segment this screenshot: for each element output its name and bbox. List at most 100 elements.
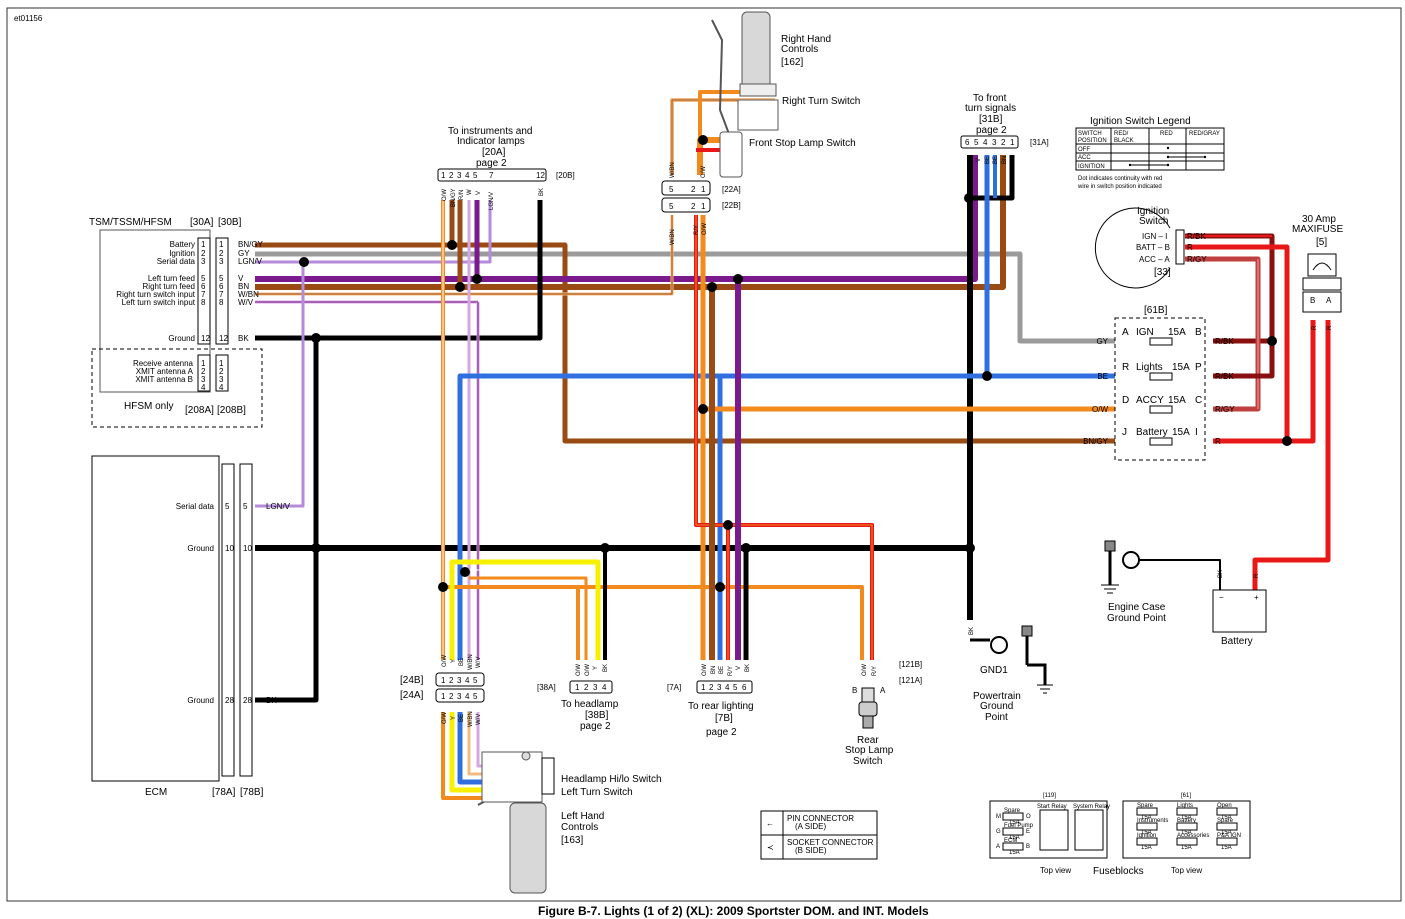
wire-bk-ecm-ground (255, 338, 319, 703)
maxifuse: 30 Amp MAXIFUSE [5] B A R R (1292, 214, 1343, 330)
label: R (1254, 573, 1260, 578)
fuse-amp: 15A (1009, 820, 1020, 826)
tsm-pin-name: Ground (168, 334, 195, 343)
svg-text:+: + (1254, 593, 1259, 602)
hfsm-pin-name: XMIT antenna A (136, 367, 194, 376)
label: R/Y (872, 666, 878, 676)
label: [38B] (585, 710, 609, 721)
label: Left Hand (561, 811, 604, 822)
label: 3 (992, 138, 997, 147)
label: turn signals (965, 103, 1016, 114)
label: 30 Amp (1302, 214, 1336, 225)
label: R/Y (694, 225, 700, 235)
label: wire in switch position indicated (1077, 184, 1162, 190)
fuse-left-pin: D (1122, 395, 1129, 406)
label: Top view (1040, 866, 1071, 875)
svg-text:≺: ≺ (767, 843, 774, 852)
label: [24B] (400, 675, 424, 686)
tsm-pin-number: 8 (219, 298, 224, 307)
tsm-pin-name: Serial data (157, 257, 196, 266)
legend-title: Ignition Switch Legend (1090, 116, 1191, 127)
ecm-pin-name: Serial data (176, 502, 215, 511)
ignition-switch: Ignition Switch IGN – I BATT – B ACC – A… (1094, 206, 1207, 289)
right-hand-ref: [162] (781, 57, 803, 68)
fuse-amp: 15A (1168, 327, 1186, 338)
label: LGN/V (489, 192, 495, 210)
fuse-icon (1216, 822, 1238, 831)
label: A (1326, 296, 1332, 305)
fuse-amp: 15A (1141, 845, 1152, 851)
connector-22: 5 2 1 5 2 1 [22A] [22B] W/BN O/W W/BN R/… (661, 162, 741, 245)
fuse-name: ACCY (1136, 395, 1164, 406)
label: BLACK (1114, 138, 1134, 144)
label: BN (1002, 156, 1008, 164)
fuse-icon (1149, 372, 1173, 381)
label: W/BN (670, 162, 676, 178)
label: O/W (585, 664, 591, 676)
label: BE (719, 666, 725, 674)
tsm-pin-number: 7 (201, 290, 206, 299)
label: 3 (457, 692, 462, 701)
label: Y (593, 666, 599, 670)
label: 2 (584, 683, 589, 692)
label: BN (711, 666, 717, 674)
label: V (476, 191, 482, 195)
label: 5 (669, 202, 674, 211)
tsm-wire-code: W/BN (238, 290, 259, 299)
tsm-pin-name: Ignition (169, 249, 195, 258)
label: Y (451, 659, 457, 663)
label: 1 (441, 676, 446, 685)
fuse-left-pin: R (1122, 362, 1129, 373)
battery-label: Battery (1221, 636, 1253, 647)
instruments-connector: To instruments and Indicator lamps [20A]… (437, 126, 575, 210)
label: BK (1218, 570, 1224, 578)
left-hand-controls: Headlamp Hi/lo Switch Left Turn Switch L… (477, 751, 662, 894)
wire-bk-tsm-ground (255, 200, 543, 341)
right-turn-switch-label: Right Turn Switch (782, 96, 860, 107)
label: 4 (465, 171, 470, 180)
label: [78A] (212, 787, 236, 798)
diagram-frame (6, 7, 1402, 902)
label: OFF (1078, 147, 1090, 153)
ecm-pin-number: 5 (225, 502, 230, 511)
label: [121B] (899, 660, 922, 669)
label: W/BN (468, 711, 474, 727)
label: V (976, 158, 982, 162)
fuse-name: Lights (1136, 362, 1163, 373)
label: [208A] (185, 405, 214, 416)
label: 1 (701, 202, 706, 211)
tsm-wire-code: W/V (238, 298, 254, 307)
label: Rear (857, 735, 879, 746)
label: R (1312, 325, 1318, 330)
fuse-slot-label: Spare (1137, 803, 1154, 809)
label: BE (459, 658, 465, 666)
tsm-pin-number: 6 (219, 282, 224, 291)
tsm-pin-number: 1 (201, 240, 206, 249)
label: 4 (465, 692, 470, 701)
wire-bn-gy-battery (255, 242, 1115, 444)
fuse-slot-label: Lights (1177, 803, 1193, 809)
label: R (1187, 243, 1193, 252)
label: 4 (983, 138, 988, 147)
wire-y-headlamp (449, 559, 601, 660)
fuse-amp: 15A (1172, 362, 1190, 373)
tsm-pin-name: Left turn switch input (122, 298, 196, 307)
tsm-pin-number: 6 (201, 282, 206, 291)
rear-stop-lamp-switch: O/W R/Y [121B] [121A] B A Rear Stop Lamp… (845, 660, 922, 767)
label: page 2 (476, 158, 507, 169)
ecm-pin-name: Ground (187, 696, 214, 705)
label: 1 (701, 683, 706, 692)
gnd1: BK GND1 Powertrain Ground Point (969, 625, 1053, 723)
front-stop-lamp-switch-label: Front Stop Lamp Switch (749, 138, 856, 149)
ecm-pin-number: 28 (243, 696, 252, 705)
label: IGN – I (1142, 232, 1167, 241)
label: Top view (1171, 866, 1202, 875)
label: 3 (717, 683, 722, 692)
tsm-title: TSM/TSSM/HFSM (89, 217, 172, 228)
label: O/W (442, 189, 448, 201)
wire-r-batt (1185, 244, 1290, 444)
figure-caption: Figure B-7. Lights (1 of 2) (XL): 2009 S… (538, 904, 929, 918)
label: O/W (862, 664, 868, 676)
label: MAXIFUSE (1292, 224, 1343, 235)
